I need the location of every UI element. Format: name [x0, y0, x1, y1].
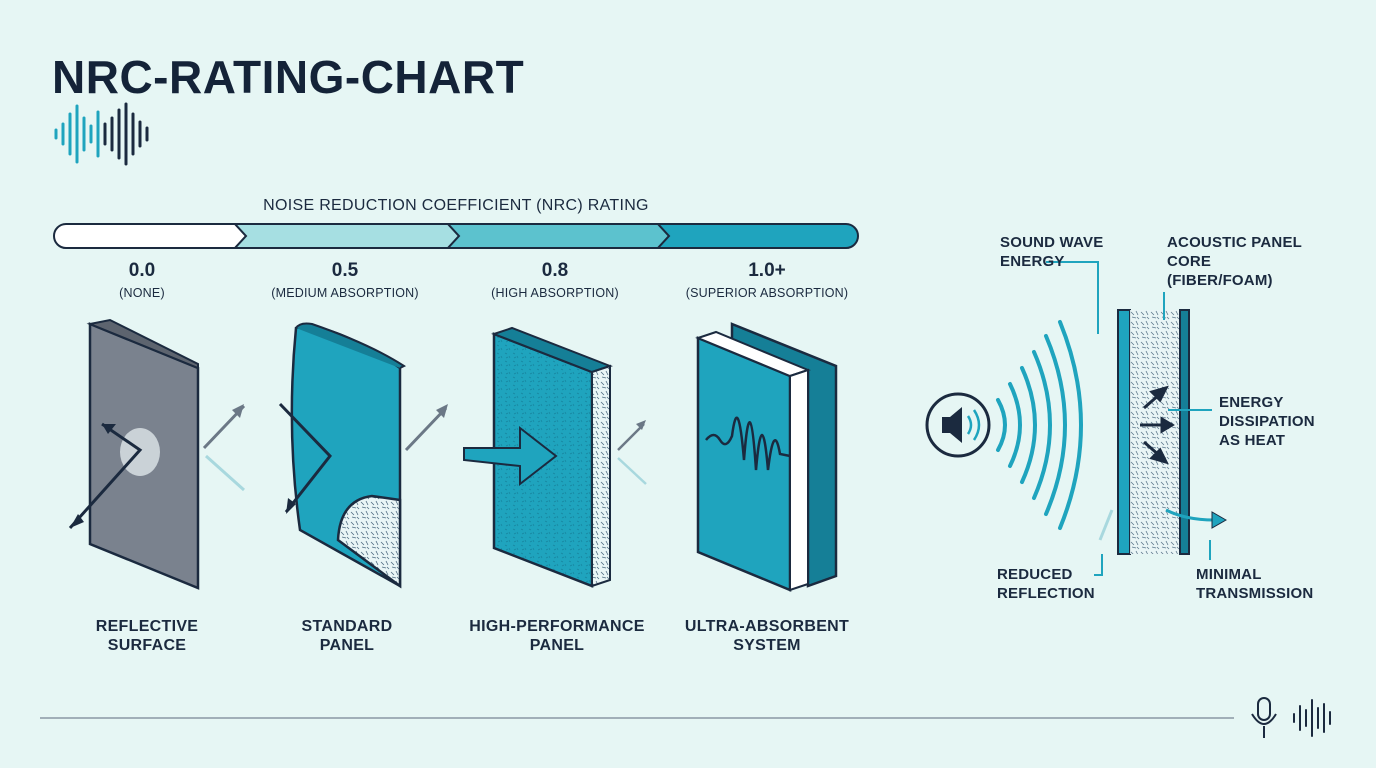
scale-tick-1: 0.5 (MEDIUM ABSORPTION) [245, 260, 445, 300]
panel-name-2: HIGH-PERFORMANCE PANEL [447, 617, 667, 655]
label-line: TRANSMISSION [1196, 585, 1314, 602]
microphone-icon [1251, 697, 1277, 738]
label-line: (FIBER/FOAM) [1167, 272, 1273, 289]
panel-name-line: ULTRA-ABSORBENT [684, 618, 850, 635]
tick-label: (HIGH ABSORPTION) [491, 286, 619, 300]
standard-panel [278, 322, 448, 589]
tick-label: (NONE) [119, 286, 165, 300]
dissipation-arrows [1140, 385, 1175, 465]
panel-name-line: SYSTEM [733, 637, 801, 654]
high-performance-panel [463, 326, 647, 588]
scale-heading: NOISE REDUCTION COEFFICIENT (NRC) RATING [263, 197, 649, 214]
label-line: CORE [1167, 253, 1212, 270]
sound-wave-arcs [996, 320, 1083, 530]
label-reduced-reflection: REDUCED REFLECTION [997, 565, 1095, 603]
ultra-absorbent-panel [695, 322, 838, 592]
label-line: MINIMAL [1196, 566, 1262, 583]
tick-value: 0.8 [541, 260, 569, 281]
tick-value: 1.0+ [748, 260, 786, 281]
speaker-icon [925, 392, 991, 458]
label-sound-wave-energy: SOUND WAVE ENERGY [1000, 233, 1103, 271]
scale-tick-2: 0.8 (HIGH ABSORPTION) [455, 260, 655, 300]
label-line: REFLECTION [997, 585, 1095, 602]
panel-name-line: PANEL [319, 637, 375, 654]
page-title: NRC-RATING-CHART [52, 51, 525, 103]
label-line: ACOUSTIC PANEL [1167, 234, 1303, 251]
label-line: REDUCED [997, 566, 1073, 583]
panel-name-1: STANDARD PANEL [237, 617, 457, 655]
leader-lines [1046, 261, 1212, 576]
transmission-arrow [1165, 508, 1228, 529]
tick-label: (MEDIUM ABSORPTION) [271, 286, 419, 300]
scale-tick-0: 0.0 (NONE) [42, 260, 242, 300]
panel-name-line: STANDARD [301, 618, 393, 635]
tick-value: 0.0 [128, 260, 156, 281]
label-energy-dissipation: ENERGY DISSIPATION AS HEAT [1219, 393, 1315, 450]
reflective-surface-panel [68, 318, 246, 590]
label-minimal-transmission: MINIMAL TRANSMISSION [1196, 565, 1313, 603]
label-line: ENERGY [1219, 394, 1284, 411]
panel-name-0: REFLECTIVE SURFACE [37, 617, 257, 655]
panel-name-line: SURFACE [107, 637, 187, 654]
panel-name-line: PANEL [529, 637, 585, 654]
panel-name-line: REFLECTIVE [95, 618, 199, 635]
tick-value: 0.5 [331, 260, 359, 281]
label-line: ENERGY [1000, 253, 1065, 270]
waveform-icon [1293, 699, 1331, 737]
tick-label: (SUPERIOR ABSORPTION) [685, 286, 849, 300]
reflection-arrow [1098, 509, 1114, 541]
panel-name-line: HIGH-PERFORMANCE [469, 618, 645, 635]
label-line: SOUND WAVE [1000, 234, 1104, 251]
panel-name-3: ULTRA-ABSORBENT SYSTEM [657, 617, 877, 655]
scale-tick-3: 1.0+ (SUPERIOR ABSORPTION) [667, 260, 867, 300]
panel-cross-section [1117, 309, 1190, 555]
label-line: DISSIPATION [1219, 413, 1315, 430]
label-line: AS HEAT [1219, 432, 1286, 449]
label-acoustic-core: ACOUSTIC PANEL CORE (FIBER/FOAM) [1167, 233, 1302, 290]
